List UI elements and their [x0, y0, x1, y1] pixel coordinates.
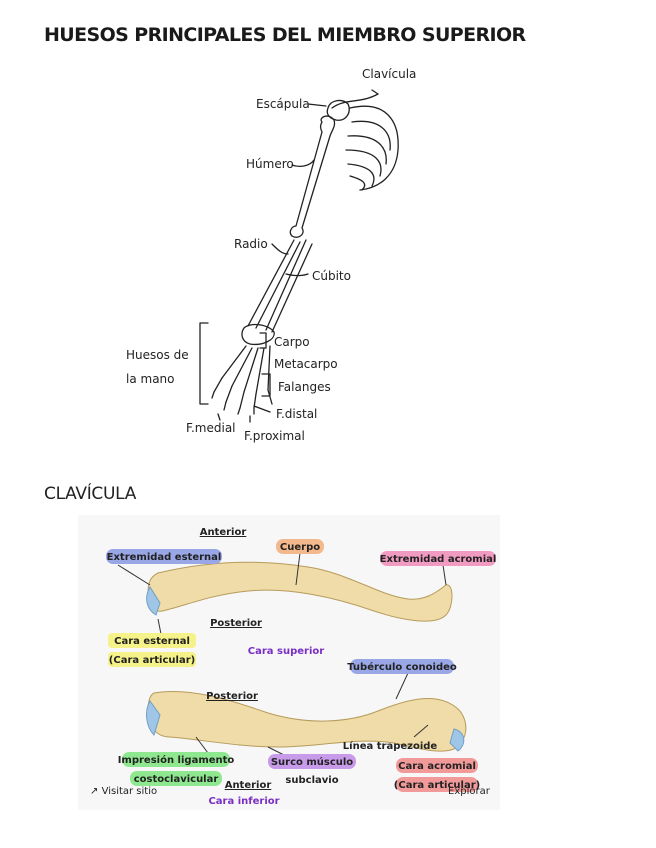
- carpal-bones: [241, 323, 275, 346]
- label-cara-superior: Cara superior: [248, 646, 324, 657]
- label-f-proximal: F.proximal: [244, 429, 305, 443]
- tag-cara-articular-2: (Cara articular): [394, 780, 480, 791]
- ulna-bone: [265, 239, 313, 333]
- hand-bracket: [199, 322, 209, 405]
- label-huesos-mano-1: Huesos de: [126, 348, 189, 362]
- clavicle-inferior-bone: [147, 690, 467, 752]
- label-anterior-bottom: Anterior: [225, 780, 272, 791]
- label-posterior-1: Posterior: [210, 618, 262, 629]
- label-anterior-top: Anterior: [200, 527, 247, 538]
- tag-cuerpo: Cuerpo: [280, 542, 320, 553]
- label-f-medial: F.medial: [186, 421, 236, 435]
- rib-cage: [349, 105, 399, 191]
- tag-impresion-ligamento: Impresión ligamento: [118, 754, 235, 766]
- tag-cara-acromial: Cara acromial: [398, 761, 476, 772]
- label-radio: Radio: [234, 237, 268, 251]
- label-humero: Húmero: [246, 157, 294, 171]
- label-clavicula: Clavícula: [362, 67, 416, 81]
- label-f-distal: F.distal: [276, 407, 317, 421]
- tag-surco-musculo: Surco músculo: [271, 756, 353, 768]
- explore-button[interactable]: Explorar: [448, 786, 490, 797]
- label-falanges: Falanges: [278, 380, 331, 394]
- tag-extremidad-acromial: Extremidad acromial: [380, 554, 497, 565]
- label-cubito: Cúbito: [312, 269, 351, 283]
- label-huesos-mano-2: la mano: [126, 372, 175, 386]
- visit-site-label: Visitar sitio: [101, 786, 158, 797]
- page-title: HUESOS PRINCIPALES DEL MIEMBRO SUPERIOR: [44, 24, 526, 46]
- tag-costoclavicular: costoclavicular: [134, 774, 219, 785]
- label-posterior-2: Posterior: [206, 691, 258, 702]
- label-cara-inferior: Cara inferior: [208, 796, 279, 807]
- scapula-bone: [326, 99, 350, 121]
- arm-skeleton-diagram: Clavícula Escápula Húmero Radio Cúbito H…: [126, 67, 416, 443]
- label-subclavio: subclavio: [285, 775, 338, 786]
- tag-cara-articular: (Cara articular): [109, 655, 195, 666]
- label-carpo: Carpo: [274, 335, 310, 349]
- clavicle-diagram: Anterior Cuerpo Extremidad esternal Extr…: [78, 515, 500, 810]
- visit-site-link[interactable]: ↗ Visitar sitio: [90, 786, 157, 797]
- clavicle-bone: [331, 93, 379, 109]
- label-escapula: Escápula: [256, 97, 310, 111]
- radius-bone: [247, 239, 301, 329]
- humerus-bone: [289, 115, 336, 238]
- label-linea-trapezoide: Línea trapezoide: [343, 740, 438, 752]
- arrow-up-right-icon: ↗: [90, 786, 99, 797]
- tag-extremidad-esternal: Extremidad esternal: [107, 552, 222, 563]
- label-metacarpo: Metacarpo: [274, 357, 338, 371]
- tag-tuberculo-conoideo: Tubérculo conoideo: [347, 661, 457, 673]
- tag-cara-esternal: Cara esternal: [114, 636, 190, 647]
- section-title-clavicula: CLAVÍCULA: [44, 484, 137, 504]
